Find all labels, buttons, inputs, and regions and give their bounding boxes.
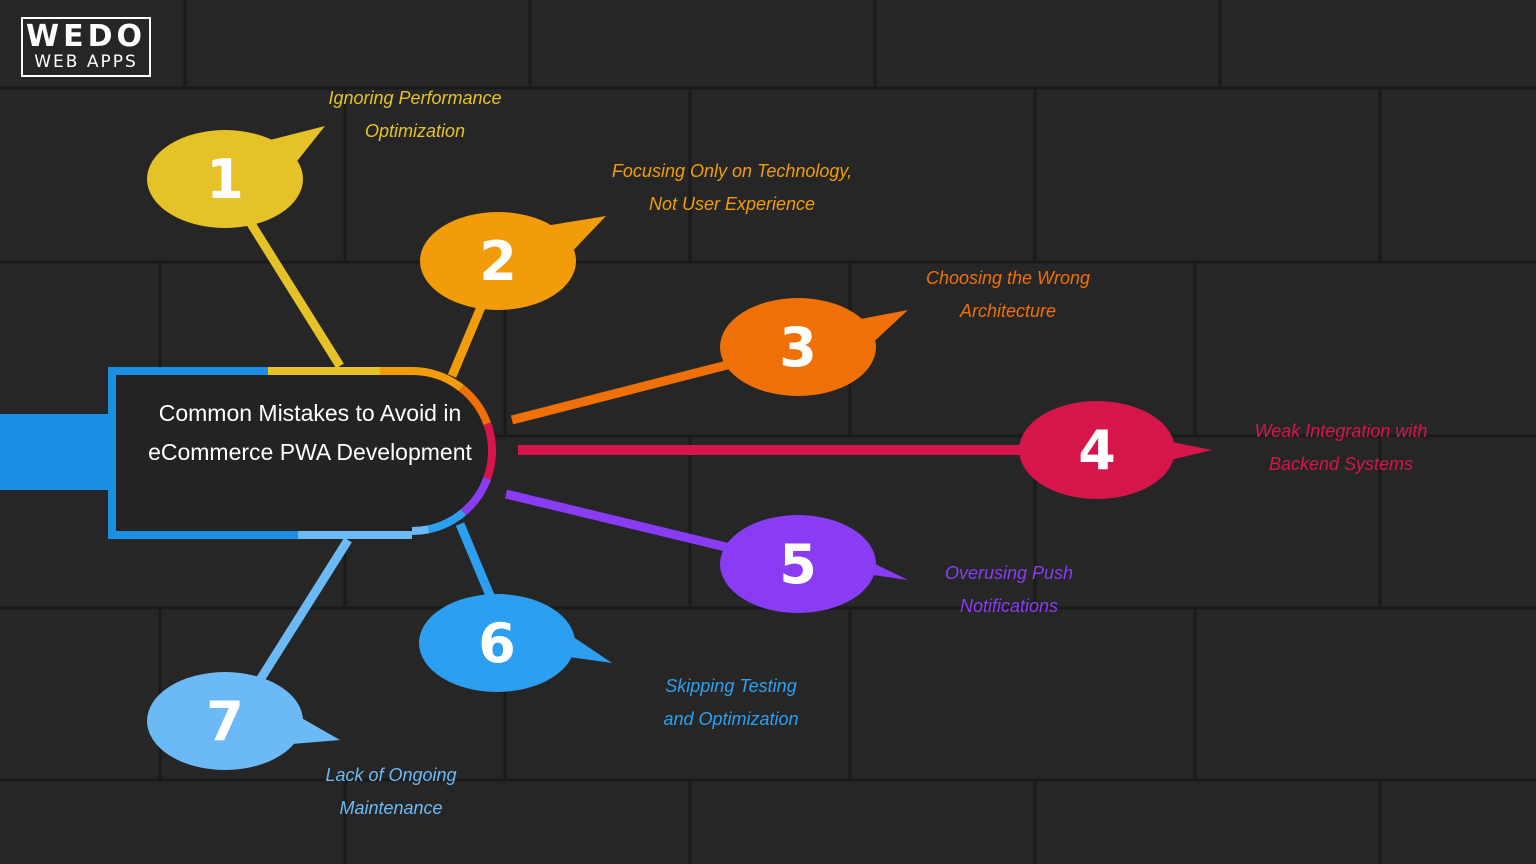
bubble-number-2: 2 — [479, 230, 517, 293]
bubble-node-6: 6 — [419, 594, 612, 692]
bubble-node-2: 2 — [420, 212, 606, 310]
bubble-ellipse-1 — [147, 130, 303, 228]
item-3-label-line-1: Choosing the Wrong — [925, 268, 1091, 288]
left-connector-bar — [0, 414, 112, 490]
item-7-label: Lack of Ongoing Maintenance — [301, 759, 481, 825]
spoke-line-6 — [455, 522, 496, 600]
bubble-ellipse-6 — [419, 594, 575, 692]
item-3-label-line-2: Architecture — [959, 301, 1057, 321]
center-outline-arc-2 — [411, 367, 464, 392]
item-1-label-line-2: Optimization — [364, 121, 466, 141]
bubble-number-5: 5 — [779, 533, 817, 596]
item-6-label-line-2: and Optimization — [663, 709, 799, 729]
center-outline-arc-3 — [458, 384, 491, 426]
item-7-label-line-2: Maintenance — [339, 798, 443, 818]
spoke-line-5 — [504, 489, 732, 553]
brand-logo: WEDO WEB APPS — [21, 17, 151, 77]
bubble-number-6: 6 — [478, 612, 516, 675]
bubble-number-7: 7 — [206, 690, 244, 753]
item-2-label: Focusing Only on Technology, Not User Ex… — [587, 155, 877, 221]
item-1-label: Ignoring Performance Optimization — [300, 82, 530, 148]
bubble-ellipse-2 — [420, 212, 576, 310]
bubble-ellipse-7 — [147, 672, 303, 770]
center-outline-arc-6 — [427, 509, 466, 534]
bubble-node-4: 4 — [1019, 401, 1212, 499]
center-title: Common Mistakes to Avoid in eCommerce PW… — [148, 400, 472, 465]
center-node-fill — [112, 370, 493, 532]
item-6-label-line-1: Skipping Testing — [665, 676, 797, 696]
center-outline-arc-4 — [483, 422, 497, 480]
bubble-ellipse-3 — [720, 298, 876, 396]
spoke-line-7 — [254, 537, 352, 686]
bubble-node-1: 1 — [147, 126, 325, 228]
bubble-number-1: 1 — [206, 148, 244, 211]
item-4-label-line-2: Backend Systems — [1268, 454, 1414, 474]
item-1-label-line-1: Ignoring Performance — [328, 88, 502, 108]
item-5-label-line-1: Overusing Push — [944, 563, 1074, 583]
spoke-line-2 — [447, 298, 489, 378]
bubble-number-4: 4 — [1078, 419, 1116, 482]
logo-line-2: WEB APPS — [34, 52, 138, 72]
item-2-label-line-1: Focusing Only on Technology, — [611, 161, 853, 181]
bubble-ellipse-4 — [1019, 401, 1175, 499]
logo-line-1: WEDO — [26, 19, 146, 54]
bubble-number-3: 3 — [779, 316, 817, 379]
item-3-label: Choosing the Wrong Architecture — [898, 262, 1118, 328]
center-outline-arc-5 — [460, 476, 491, 516]
bubble-node-5: 5 — [720, 515, 908, 613]
item-7-label-line-1: Lack of Ongoing — [325, 765, 457, 785]
bubble-node-3: 3 — [720, 298, 908, 396]
item-4-label: Weak Integration with Backend Systems — [1226, 415, 1456, 481]
item-5-label: Overusing Push Notifications — [919, 557, 1099, 623]
spoke-line-1 — [246, 219, 344, 369]
spoke-line-3 — [510, 358, 737, 425]
item-5-label-line-2: Notifications — [959, 596, 1059, 616]
bubble-node-7: 7 — [147, 672, 340, 770]
bubble-ellipse-5 — [720, 515, 876, 613]
item-4-label-line-1: Weak Integration with — [1254, 421, 1428, 441]
center-outline-arc-7 — [411, 525, 430, 536]
item-6-label: Skipping Testing and Optimization — [636, 670, 826, 736]
item-2-label-line-2: Not User Experience — [648, 194, 816, 214]
